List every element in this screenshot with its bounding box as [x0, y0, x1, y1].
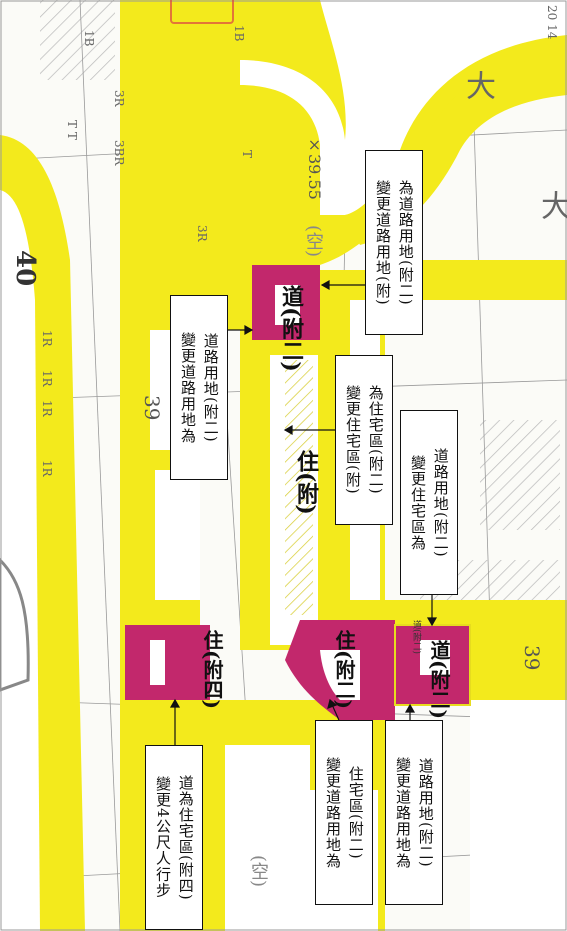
label-line: 變更住宅區為 [409, 454, 427, 551]
label-line: 道路用地(附二) [201, 332, 220, 443]
hatch-block-1 [40, 0, 115, 80]
label-road-fu-to-road: 變更道路用地(附) 為道路用地(附二) [365, 150, 423, 335]
label-road-to-road-bottom: 變更道路用地為 道路用地(附二) [385, 720, 443, 905]
label-road-to-residential: 變更道路用地為 住宅區(附二) [315, 720, 373, 905]
code-3r-a: 3R [112, 90, 126, 107]
code-da-a: 大 [460, 70, 495, 100]
hatch-block-4 [480, 420, 560, 530]
label-residential-to-road: 變更住宅區為 道路用地(附二) [400, 410, 458, 595]
code-3br: 3BR [112, 140, 126, 166]
code-1r-c: 1R [40, 400, 54, 417]
road-number-39-b: 39 [520, 645, 544, 671]
label-line: 道為住宅區(附四) [176, 774, 195, 901]
zone-zhu-fu-si: 住(附四) [200, 630, 224, 709]
label-line: 道路用地(附二) [416, 757, 435, 868]
code-1b-a: 1B [82, 30, 96, 47]
code-t: T [240, 150, 254, 159]
label-line: 為住宅區(附二) [366, 385, 385, 495]
label-line: 道路用地(附二) [431, 447, 450, 558]
road-number-39-a: 39 [140, 395, 164, 421]
zone-kong-bottom: (空) [248, 855, 269, 888]
zone-dao-fu-er-top: 道(附二) [278, 285, 304, 372]
code-1b-b: 1B [232, 25, 246, 42]
code-tt: T T [65, 120, 79, 140]
stamp-fragment [170, 0, 234, 24]
label-line: 變更4公尺人行步 [154, 776, 172, 899]
zone-small-fu-er: 道(附二) [411, 620, 421, 655]
label-line: 為道路用地(附二) [396, 179, 415, 306]
label-walkway-to-residential: 變更4公尺人行步 道為住宅區(附四) [145, 745, 203, 930]
label-line: 變更道路用地為 [394, 756, 412, 869]
code-1r-b: 1R [40, 370, 54, 387]
label-line: 變更道路用地為 [179, 331, 197, 444]
code-1r-d: 1R [40, 460, 54, 477]
road-number-40: 40 [10, 250, 40, 287]
zone-zhu-fu-er: 住(附二) [332, 630, 356, 709]
code-20-14: 20 14 [545, 5, 559, 40]
zone-dao-fu-er-bottom: 道(附二) [427, 640, 451, 719]
label-line: 變更住宅區(附) [344, 385, 362, 495]
zone-zhu-fu: 住(附) [293, 450, 319, 515]
code-1r-a: 1R [40, 330, 54, 347]
zone-kong-top: (空) [303, 225, 324, 258]
label-road-to-road-top: 變更道路用地為 道路用地(附二) [170, 295, 228, 480]
elevation-mark: ×39.55 [305, 135, 324, 200]
parcel-strip [125, 625, 210, 700]
label-line: 住宅區(附二) [346, 765, 365, 860]
label-residential-fu: 變更住宅區(附) 為住宅區(附二) [335, 355, 393, 525]
code-3r-b: 3R [195, 225, 209, 242]
label-line: 變更道路用地(附) [374, 179, 392, 306]
label-line: 變更道路用地為 [324, 756, 342, 869]
code-da-b: 大 [535, 190, 567, 220]
